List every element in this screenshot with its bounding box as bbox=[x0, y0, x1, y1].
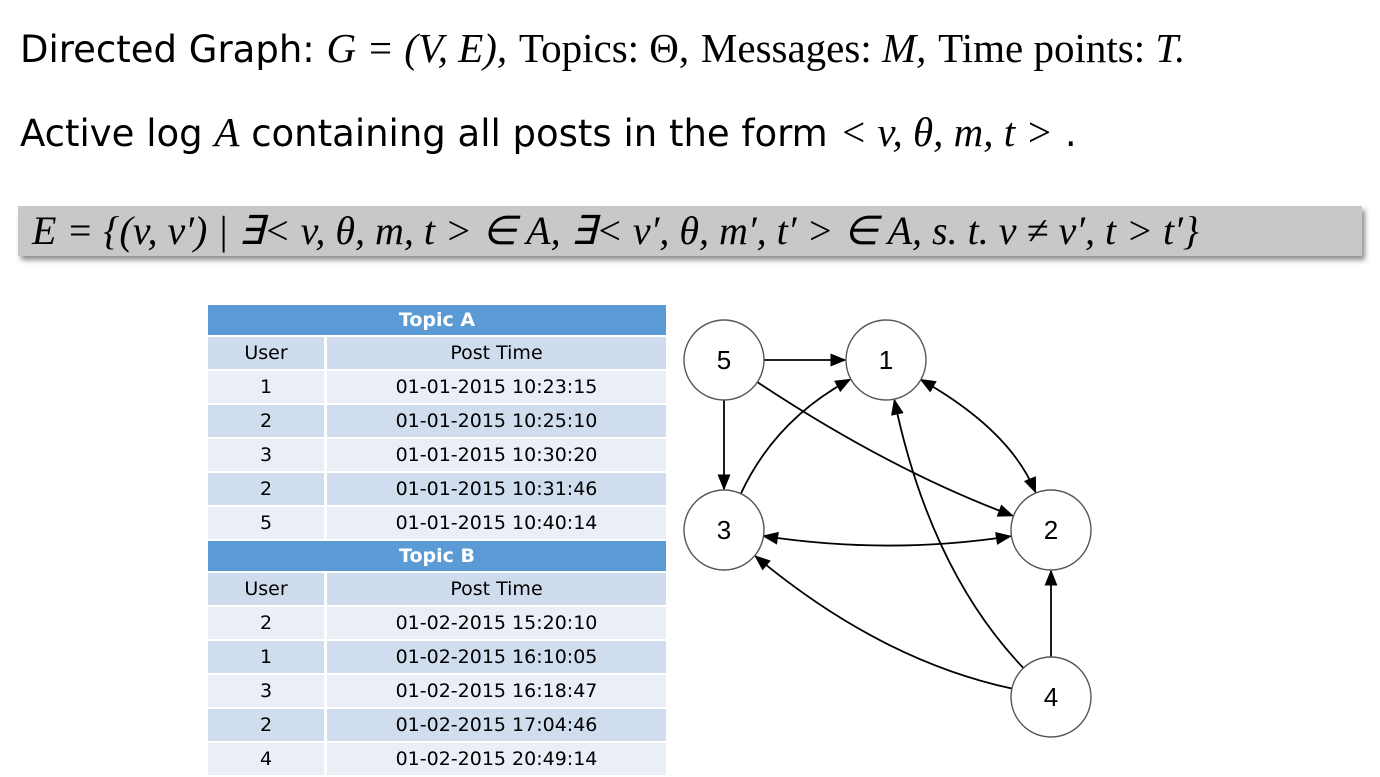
node-label: 1 bbox=[879, 345, 893, 375]
graph-node-5: 5 bbox=[683, 319, 765, 401]
user-cell: 2 bbox=[208, 606, 327, 641]
table-row: 4 01-02-2015 20:49:14 bbox=[208, 742, 666, 777]
node-label: 4 bbox=[1044, 682, 1058, 712]
user-cell: 1 bbox=[208, 640, 327, 675]
edge-4-to-3 bbox=[754, 555, 1013, 690]
table-title: Topic A bbox=[208, 305, 666, 337]
column-header-post-time: Post Time bbox=[325, 336, 666, 371]
user-cell: 2 bbox=[208, 472, 327, 507]
column-header-user: User bbox=[208, 336, 327, 371]
table-row: 5 01-01-2015 10:40:14 bbox=[208, 506, 666, 541]
table-row: 2 01-02-2015 15:20:10 bbox=[208, 606, 666, 641]
table-row: 2 01-01-2015 10:25:10 bbox=[208, 404, 666, 439]
topic-a-table: Topic A User Post Time 1 01-01-2015 10:2… bbox=[208, 305, 666, 541]
post-time-cell: 01-02-2015 16:10:05 bbox=[325, 640, 666, 675]
edge-formula-bar: E = {(v, v′) | ∃< v, θ, m, t > ∈ A, ∃< v… bbox=[18, 206, 1362, 256]
column-header-post-time: Post Time bbox=[325, 572, 666, 607]
post-tuple: < v, θ, m, t > bbox=[839, 109, 1054, 155]
post-time-cell: 01-01-2015 10:40:14 bbox=[325, 506, 666, 541]
messages-math: M, bbox=[881, 25, 927, 71]
table-row: 3 01-02-2015 16:18:47 bbox=[208, 674, 666, 709]
table-row: 2 01-02-2015 17:04:46 bbox=[208, 708, 666, 743]
active-log-symbol: A bbox=[214, 109, 240, 155]
edge-3-to-2 bbox=[761, 531, 1013, 547]
active-log-line: Active log A containing all posts in the… bbox=[20, 110, 1077, 156]
node-circle bbox=[683, 489, 765, 571]
graph-node-2: 2 bbox=[1010, 489, 1092, 571]
graph-definition-line: Directed Graph: G = (V, E), Topics: Θ, M… bbox=[20, 26, 1185, 72]
topic-b-table: Topic B User Post Time 2 01-02-2015 15:2… bbox=[208, 541, 666, 777]
table-row: 3 01-01-2015 10:30:20 bbox=[208, 438, 666, 473]
user-cell: 2 bbox=[208, 708, 327, 743]
post-time-cell: 01-02-2015 20:49:14 bbox=[325, 742, 666, 777]
edge-formula: E = {(v, v′) | ∃< v, θ, m, t > ∈ A, ∃< v… bbox=[32, 208, 1199, 253]
edge-1-to-2 bbox=[919, 378, 1037, 494]
user-cell: 5 bbox=[208, 506, 327, 541]
time-points-math: T. bbox=[1155, 25, 1186, 71]
post-time-cell: 01-01-2015 10:25:10 bbox=[325, 404, 666, 439]
table-title: Topic B bbox=[208, 541, 666, 573]
active-log-prefix: Active log bbox=[20, 112, 215, 155]
node-label: 3 bbox=[717, 515, 731, 545]
node-circle bbox=[1010, 489, 1092, 571]
table-row: 2 01-01-2015 10:31:46 bbox=[208, 472, 666, 507]
table-row: 1 01-01-2015 10:23:15 bbox=[208, 370, 666, 405]
graph-node-3: 3 bbox=[683, 489, 765, 571]
node-circle bbox=[845, 319, 927, 401]
post-time-cell: 01-02-2015 15:20:10 bbox=[325, 606, 666, 641]
user-cell: 3 bbox=[208, 438, 327, 473]
node-circle bbox=[683, 319, 765, 401]
graph-node-1: 1 bbox=[845, 319, 927, 401]
messages-label: Messages: bbox=[700, 25, 882, 71]
user-cell: 2 bbox=[208, 404, 327, 439]
node-label: 2 bbox=[1044, 515, 1058, 545]
post-time-cell: 01-02-2015 16:18:47 bbox=[325, 674, 666, 709]
post-time-cell: 01-01-2015 10:30:20 bbox=[325, 438, 666, 473]
node-label: 5 bbox=[717, 345, 731, 375]
post-time-cell: 01-01-2015 10:31:46 bbox=[325, 472, 666, 507]
topics-label: Topics: Θ, bbox=[518, 25, 690, 71]
edge-5-to-2 bbox=[756, 381, 1015, 517]
time-points-label: Time points: bbox=[938, 25, 1156, 71]
node-circle bbox=[1010, 656, 1092, 738]
graph-node-4: 4 bbox=[1010, 656, 1092, 738]
post-time-cell: 01-02-2015 17:04:46 bbox=[325, 708, 666, 743]
edge-4-to-1 bbox=[891, 398, 1025, 669]
active-log-middle: containing all posts in the form bbox=[251, 112, 840, 155]
user-cell: 3 bbox=[208, 674, 327, 709]
user-cell: 4 bbox=[208, 742, 327, 777]
graph-label: Directed Graph: bbox=[20, 28, 327, 71]
column-header-user: User bbox=[208, 572, 327, 607]
post-time-cell: 01-01-2015 10:23:15 bbox=[325, 370, 666, 405]
table-row: 1 01-02-2015 16:10:05 bbox=[208, 640, 666, 675]
active-log-suffix: . bbox=[1064, 112, 1077, 155]
edge-3-to-1 bbox=[740, 378, 852, 495]
user-cell: 1 bbox=[208, 370, 327, 405]
graph-math: G = (V, E), bbox=[326, 25, 508, 71]
